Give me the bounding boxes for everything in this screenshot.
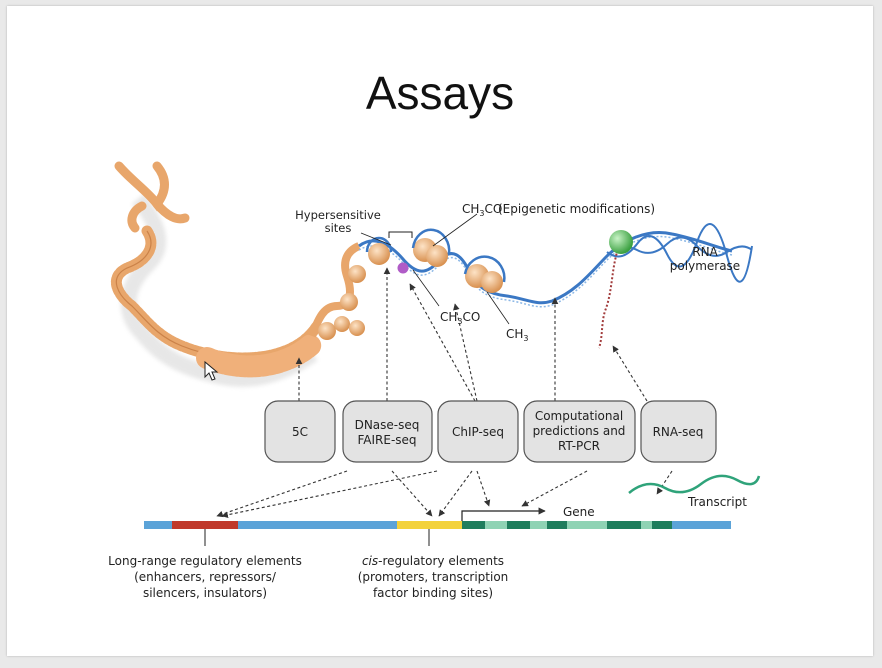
transcript-label: Transcript bbox=[687, 495, 747, 509]
ch3co-top-label: CH3CO bbox=[462, 202, 502, 218]
epigenetic-label: (Epigenetic modifications) bbox=[498, 202, 655, 216]
dna-strand bbox=[358, 213, 753, 349]
hypersensitive-label-1: Hypersensitive bbox=[295, 208, 381, 222]
upward-arrows bbox=[295, 267, 648, 402]
assay-box-rna-seq: RNA-seq bbox=[640, 400, 717, 463]
assay-boxes: 5C DNase-seq FAIRE-seq ChIP-seq Computat… bbox=[264, 400, 717, 463]
assay-label: FAIRE-seq bbox=[357, 433, 416, 447]
assay-diagram: Hypersensitive sites CH3CO (Epigenetic m… bbox=[108, 161, 761, 600]
ch3co-mid-label: CH3CO bbox=[440, 310, 480, 326]
gene-arrow bbox=[461, 507, 546, 521]
exon bbox=[507, 521, 530, 529]
long-range-region bbox=[172, 521, 238, 529]
assay-box-chip: ChIP-seq bbox=[437, 400, 519, 463]
assay-label: ChIP-seq bbox=[452, 425, 504, 439]
gene-label: Gene bbox=[563, 505, 595, 519]
assay-box-dnase: DNase-seq FAIRE-seq bbox=[342, 400, 433, 463]
assay-box-computational: Computational predictions and RT-PCR bbox=[523, 400, 636, 463]
genome-bar bbox=[144, 521, 731, 546]
assay-box-5c: 5C bbox=[264, 400, 336, 463]
exon bbox=[652, 521, 672, 529]
assay-label: RNA-seq bbox=[653, 425, 704, 439]
rna-polymerase-label-2: polymerase bbox=[670, 259, 740, 273]
ch3-label: CH3 bbox=[506, 327, 529, 343]
assay-label: 5C bbox=[292, 425, 308, 439]
cis-label-3: factor binding sites) bbox=[373, 586, 493, 600]
cis-label-2: (promoters, transcription bbox=[358, 570, 509, 584]
assay-label: RT-PCR bbox=[558, 439, 600, 453]
long-range-label-1: Long-range regulatory elements bbox=[108, 554, 302, 568]
chromosome-illustration bbox=[110, 161, 366, 387]
rna-polymerase-label-1: RNA bbox=[692, 245, 718, 259]
long-range-label-2: (enhancers, repressors/ bbox=[134, 570, 277, 584]
hypersensitive-label-2: sites bbox=[325, 221, 352, 235]
cis-label-1: cis-regulatory elements bbox=[362, 554, 504, 568]
exon bbox=[462, 521, 485, 529]
slide: Assays bbox=[7, 6, 873, 656]
transcript-squiggle bbox=[628, 474, 761, 494]
mouse-cursor-icon bbox=[204, 360, 219, 381]
long-range-label-3: silencers, insulators) bbox=[143, 586, 267, 600]
assay-label: DNase-seq bbox=[355, 418, 420, 432]
downward-arrows bbox=[216, 470, 673, 519]
exon bbox=[607, 521, 641, 529]
slide-title: Assays bbox=[365, 67, 515, 119]
assay-label: Computational bbox=[535, 409, 623, 423]
assay-label: predictions and bbox=[533, 424, 626, 438]
cis-region bbox=[397, 521, 462, 529]
exon bbox=[547, 521, 567, 529]
